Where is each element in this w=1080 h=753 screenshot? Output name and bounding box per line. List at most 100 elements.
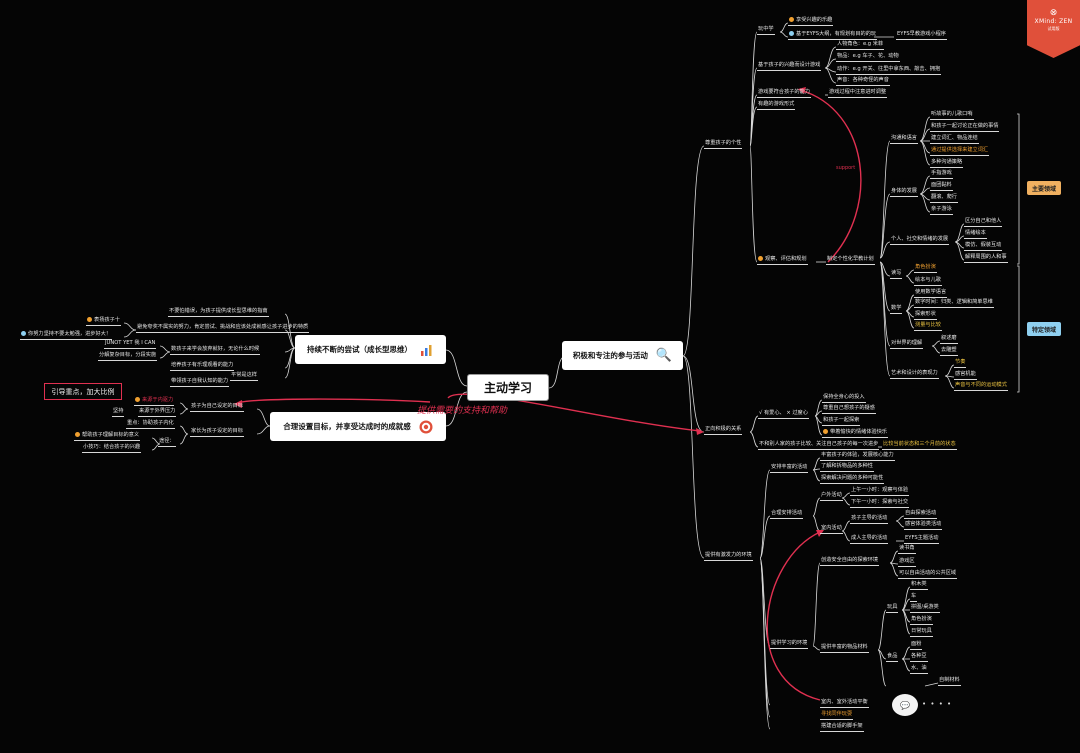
node[interactable]: 解释周围的人和事 bbox=[964, 254, 1008, 263]
node[interactable]: 带着愉快的情绪体验快乐 bbox=[822, 429, 889, 438]
node[interactable]: 来源于内驱力 bbox=[134, 397, 175, 406]
node[interactable]: EYFS主题活动 bbox=[904, 535, 940, 544]
topic-growth-mindset[interactable]: 持续不断的尝试（成长型思维） bbox=[295, 335, 446, 364]
node[interactable]: 物品：e.g 车子、花、动物 bbox=[836, 53, 900, 62]
node[interactable]: 游戏要符合孩子的能力 bbox=[757, 89, 811, 98]
node[interactable]: 途径： bbox=[158, 438, 176, 447]
node[interactable]: 多种沟通策略 bbox=[930, 159, 964, 168]
node[interactable]: 声音：各种奇怪的声音 bbox=[836, 77, 890, 86]
node[interactable]: 观察、评估和规划 bbox=[757, 256, 808, 265]
node[interactable]: 建立词汇、物品连结 bbox=[930, 135, 979, 144]
node[interactable]: 尊重自己想孩子的疑惑 bbox=[822, 405, 876, 414]
central-topic[interactable]: 主动学习 bbox=[467, 374, 549, 401]
node[interactable]: 沟通和语言 bbox=[890, 135, 918, 144]
node[interactable]: 游戏过程中注意进时调整 bbox=[828, 89, 888, 98]
node[interactable]: 日常玩具 bbox=[910, 628, 933, 637]
node[interactable]: 提供有激发力的环境 bbox=[704, 552, 753, 561]
node[interactable]: EYFS早教游戏小程序 bbox=[896, 31, 947, 40]
node[interactable]: 家长为孩子设定的目标 bbox=[190, 428, 244, 437]
node[interactable]: 数孩子来学会放弃就好，无论什么时候 bbox=[170, 346, 261, 355]
node[interactable]: 孩子主导的活动 bbox=[850, 515, 889, 524]
node[interactable]: 自由探索活动 bbox=[904, 510, 938, 519]
node[interactable]: 安排丰富的活动 bbox=[770, 464, 809, 473]
node[interactable]: 户外活动 bbox=[820, 492, 843, 501]
node[interactable]: 使用数学语言 bbox=[914, 289, 948, 298]
node[interactable]: 分解复杂目标，分段实施 bbox=[98, 352, 158, 361]
topic-engagement[interactable]: 积极和专注的参与活动 🔍 bbox=[562, 341, 683, 370]
node[interactable]: 坚持 bbox=[112, 408, 125, 417]
node[interactable]: 和孩子一起讨论正在做的事情 bbox=[930, 123, 1000, 132]
node[interactable]: 提供丰富的物品材料 bbox=[820, 644, 869, 653]
node[interactable]: 绘本与儿歌 bbox=[914, 277, 942, 286]
node[interactable]: 室内活动 bbox=[820, 525, 843, 534]
node[interactable]: 去雕塑 bbox=[940, 347, 958, 356]
node[interactable]: 搭建合适的脚手架 bbox=[820, 723, 864, 732]
node[interactable]: JUNOT YET 我 I CAN bbox=[104, 340, 157, 349]
node[interactable]: 基于EYFS大纲，有规划有目的的玩 bbox=[788, 31, 878, 40]
node[interactable]: 各种豆 bbox=[910, 653, 928, 662]
node[interactable]: 重点：协助孩子内化 bbox=[126, 420, 175, 429]
node[interactable]: 情绪绘本 bbox=[964, 230, 987, 239]
node[interactable]: 下午一小时：探索与社交 bbox=[850, 499, 910, 508]
node[interactable]: 上午一小时：观察与体验 bbox=[850, 487, 910, 496]
node[interactable]: 读书角 bbox=[898, 545, 916, 554]
node[interactable]: 来源于外界压力 bbox=[138, 408, 177, 417]
node[interactable]: 可以自由活动的公共区域 bbox=[898, 570, 958, 579]
node[interactable]: 探索形状 bbox=[914, 311, 937, 320]
node[interactable]: 寻找同伴玩耍 bbox=[820, 711, 854, 720]
node[interactable]: 听故事的儿歌口哨 bbox=[930, 111, 974, 120]
node[interactable]: 平常是这样 bbox=[230, 372, 258, 381]
node[interactable]: 感官机能 bbox=[954, 371, 977, 380]
node[interactable]: 孩子为自己设定的目标 bbox=[190, 403, 244, 412]
node[interactable]: 不要怕错误，为孩子提供成长型思维的指南 bbox=[168, 308, 269, 317]
node[interactable]: 你努力坚持不要太勉强，进步好大！ bbox=[20, 331, 113, 340]
node[interactable]: 享受兴趣的乐趣 bbox=[788, 17, 834, 26]
node[interactable]: 玩中学 bbox=[757, 26, 775, 35]
node[interactable]: 提供学习的环境 bbox=[770, 640, 809, 649]
node[interactable]: 叙述磨 bbox=[940, 335, 958, 344]
node[interactable]: 成人主导的活动 bbox=[850, 535, 889, 544]
node[interactable]: 正向积极的关系 bbox=[704, 426, 743, 435]
node[interactable]: 尊重孩子的个性 bbox=[704, 140, 743, 149]
node[interactable]: 积木类 bbox=[910, 581, 928, 590]
node[interactable]: 食品 bbox=[886, 653, 899, 662]
node[interactable]: 角色扮演 bbox=[914, 264, 937, 273]
node[interactable]: 带领孩子自我认知的能力 bbox=[170, 378, 230, 387]
node[interactable]: 小技巧：结合孩子的兴趣 bbox=[82, 444, 142, 453]
node[interactable]: 创造安全自由的探索环境 bbox=[820, 557, 880, 566]
node[interactable]: 自制材料 bbox=[938, 677, 961, 686]
node[interactable]: 数字时间：归类、逻辑和简单思维 bbox=[914, 299, 994, 308]
node[interactable]: 了解和拆物品的多种性 bbox=[820, 463, 874, 472]
node[interactable]: 模仿、假装互动 bbox=[964, 242, 1003, 251]
node[interactable]: 帮助孩子理解目标的意义 bbox=[74, 432, 141, 441]
node[interactable]: 动作：e.g 开关、往里中拿东西、敲击、拥抱 bbox=[836, 66, 942, 75]
node[interactable]: 通过提供选择来建立词汇 bbox=[930, 147, 990, 156]
node[interactable]: 保持全身心的投入 bbox=[822, 394, 866, 403]
node[interactable]: 和孩子一起探索 bbox=[822, 417, 861, 426]
node[interactable]: 基于孩子的兴趣而设计游戏 bbox=[757, 62, 822, 71]
node[interactable]: 探索解决问题的多种可能性 bbox=[820, 475, 885, 484]
node[interactable]: 拼图/桌游类 bbox=[910, 604, 940, 613]
node[interactable]: 合理安排活动 bbox=[770, 510, 804, 519]
node[interactable]: 人物角色：e.g 米菲 bbox=[836, 41, 885, 50]
node[interactable]: 玩具 bbox=[886, 604, 899, 613]
node[interactable]: 节奏 bbox=[954, 359, 967, 368]
topic-goal-setting[interactable]: 合理设置目标，并享受达成时的成就感 bbox=[270, 412, 446, 441]
node[interactable]: 区分自己和他人 bbox=[964, 218, 1003, 227]
node[interactable]: 身体的发展 bbox=[890, 188, 918, 197]
node[interactable]: √ 有爱心、 × 过度心 bbox=[758, 410, 809, 419]
node[interactable]: 感官体验类活动 bbox=[904, 521, 943, 530]
node[interactable]: 测量与比较 bbox=[914, 322, 942, 331]
node[interactable]: 面团黏料 bbox=[930, 182, 953, 191]
node[interactable]: 丰富孩子的体验，发展核心能力 bbox=[820, 452, 895, 461]
node[interactable]: 翻滚、爬行 bbox=[930, 194, 958, 203]
node[interactable]: 面粉 bbox=[910, 641, 923, 650]
node[interactable]: 不和别人家的孩子比较、关注自己孩子的每一次进步 bbox=[758, 441, 880, 450]
node[interactable]: 对世界的理解 bbox=[890, 340, 924, 349]
node[interactable]: 数学 bbox=[890, 305, 903, 314]
node[interactable]: 水、油 bbox=[910, 665, 928, 674]
node[interactable]: 读写 bbox=[890, 270, 903, 279]
node[interactable]: 室内、室外活动平衡 bbox=[820, 699, 869, 708]
node[interactable]: 艺术和设计的表现力 bbox=[890, 370, 939, 379]
node[interactable]: 声音与不同的运动模式 bbox=[954, 382, 1008, 391]
